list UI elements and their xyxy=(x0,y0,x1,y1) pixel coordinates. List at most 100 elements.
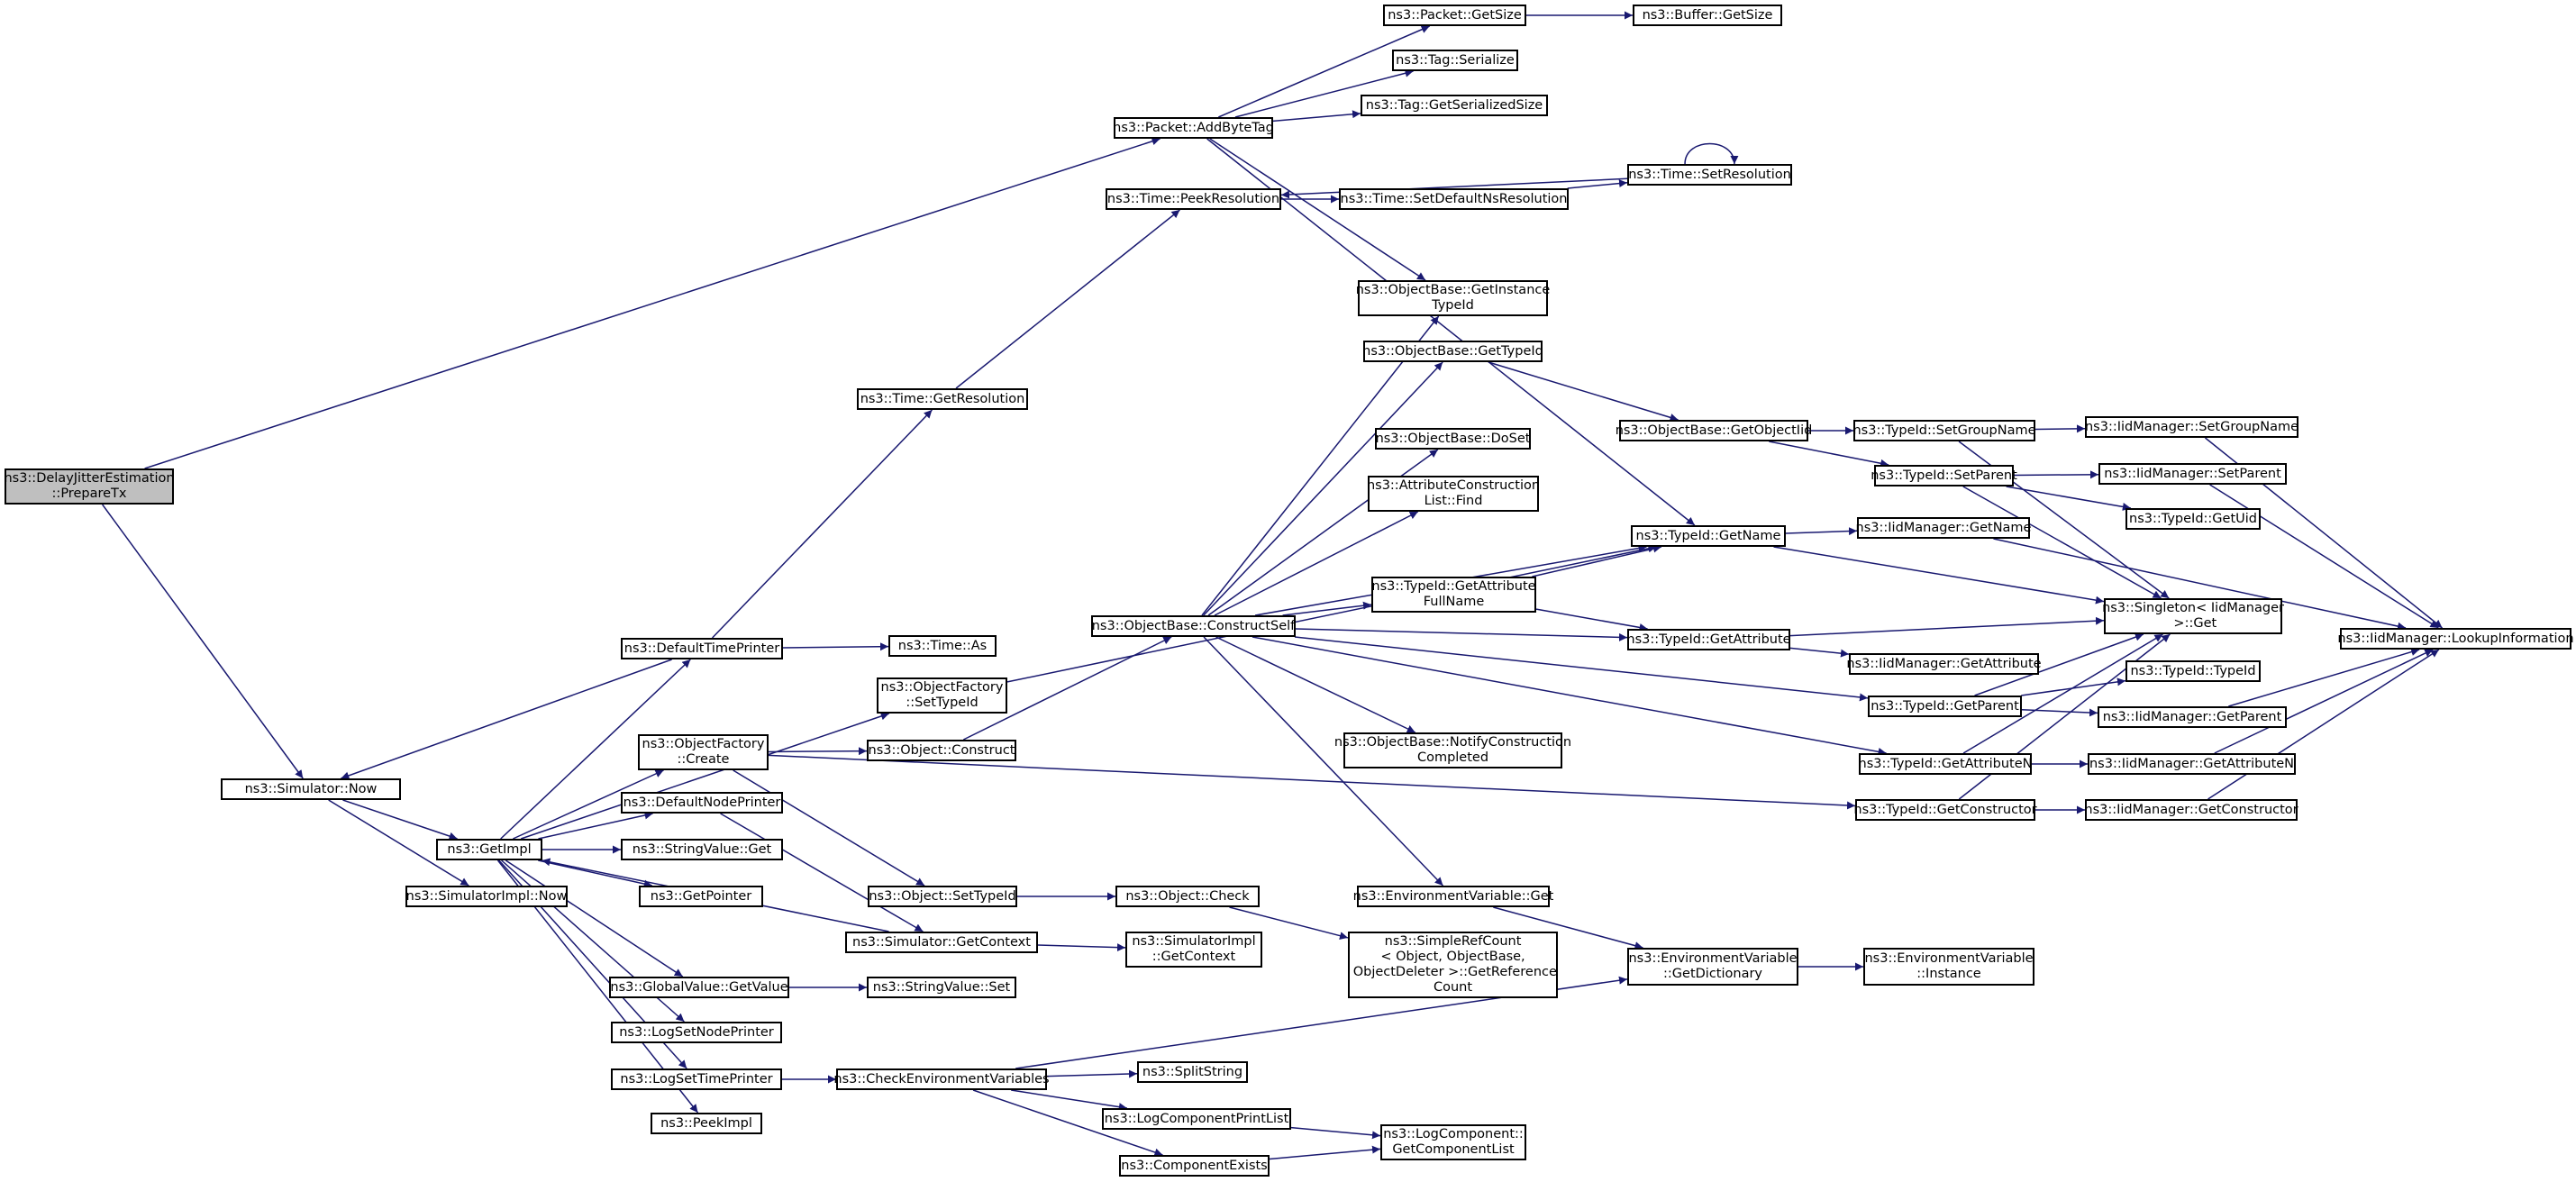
edge-iidmanager-getattributen-to-iidmanager-lookupinformation xyxy=(2214,649,2434,754)
node-peekimpl[interactable]: ns3::PeekImpl xyxy=(651,1113,762,1134)
edge-iidmanager-getname-to-iidmanager-lookupinformation xyxy=(1993,538,2407,631)
node-label: ns3::Time::PeekResolution xyxy=(1106,191,1280,206)
node-tag-getserializedsize[interactable]: ns3::Tag::GetSerializedSize xyxy=(1361,95,1548,116)
node-typeid-getattributefullname[interactable]: ns3::TypeId::GetAttribute FullName xyxy=(1371,577,1536,613)
node-attributeconstructionlist-find[interactable]: ns3::AttributeConstruction List::Find xyxy=(1367,476,1540,512)
edge-environmentvariable-get-to-environmentvariable-getdictionary xyxy=(1493,906,1643,950)
edge-checkenvironmentvariables-to-splitstring xyxy=(1046,1069,1138,1078)
node-defaulttimeprinter[interactable]: ns3::DefaultTimePrinter xyxy=(621,638,783,659)
node-typeid-setparent[interactable]: ns3::TypeId::SetParent xyxy=(1871,465,2017,486)
node-typeid-getconstructor[interactable]: ns3::TypeId::GetConstructor xyxy=(1853,799,2037,821)
node-objectbase-constructself[interactable]: ns3::ObjectBase::ConstructSelf xyxy=(1091,615,1296,637)
node-iidmanager-getconstructor[interactable]: ns3::IidManager::GetConstructor xyxy=(2084,799,2298,821)
edge-simulator-now-to-simulatorimpl-now xyxy=(328,799,469,886)
node-objectfactory-settypeid[interactable]: ns3::ObjectFactory ::SetTypeId xyxy=(877,677,1007,714)
edge-getimpl-to-globalvalue-getvalue xyxy=(505,859,684,977)
edge-typeid-getname-to-iidmanager-getname xyxy=(1785,527,1858,536)
node-iidmanager-getname[interactable]: ns3::IidManager::GetName xyxy=(1856,517,2031,539)
node-packet-getsize[interactable]: ns3::Packet::GetSize xyxy=(1383,5,1526,26)
node-objectbase-notifyconstructioncompleted[interactable]: ns3::ObjectBase::NotifyConstruction Comp… xyxy=(1334,732,1571,768)
edge-packet-addbytetag-to-packet-getsize xyxy=(1218,25,1430,118)
node-objectbase-gettypeid[interactable]: ns3::ObjectBase::GetTypeId xyxy=(1362,341,1543,362)
node-objectbase-doset[interactable]: ns3::ObjectBase::DoSet xyxy=(1375,428,1531,450)
node-stringvalue-set[interactable]: ns3::StringValue::Set xyxy=(867,977,1016,998)
node-object-check[interactable]: ns3::Object::Check xyxy=(1115,886,1260,907)
node-environmentvariable-instance[interactable]: ns3::EnvironmentVariable ::Instance xyxy=(1863,948,2034,986)
node-time-as[interactable]: ns3::Time::As xyxy=(888,635,997,657)
edge-root-to-packet-addbytetag xyxy=(144,137,1161,469)
node-label: ns3::SimulatorImpl::Now xyxy=(405,888,568,904)
node-typeid-setgroupname[interactable]: ns3::TypeId::SetGroupName xyxy=(1852,420,2036,441)
node-logsetnodeprinter[interactable]: ns3::LogSetNodePrinter xyxy=(611,1022,782,1043)
node-time-setresolution[interactable]: ns3::Time::SetResolution xyxy=(1627,164,1792,186)
edge-packet-addbytetag-to-objectbase-getinstancetypeid xyxy=(1209,138,1426,281)
node-iidmanager-getparent[interactable]: ns3::IidManager::GetParent xyxy=(2098,706,2287,728)
node-componentexists[interactable]: ns3::ComponentExists xyxy=(1119,1155,1270,1177)
node-globalvalue-getvalue[interactable]: ns3::GlobalValue::GetValue xyxy=(609,977,789,998)
node-objectbase-getinstancetypeid[interactable]: ns3::ObjectBase::GetInstance TypeId xyxy=(1355,280,1551,316)
node-splitstring[interactable]: ns3::SplitString xyxy=(1137,1061,1248,1083)
node-typeid-typeid[interactable]: ns3::TypeId::TypeId xyxy=(2125,660,2261,682)
node-label: ns3::ObjectFactory ::Create xyxy=(642,737,765,767)
edge-typeid-getparent-to-singleton-get xyxy=(1974,632,2144,696)
edge-object-check-to-simplerefcount-getreferencecount xyxy=(1229,906,1349,941)
edge-packet-addbytetag-to-typeid-getname xyxy=(1206,138,1696,526)
edge-componentexists-to-logcomponent-getcomponentlist xyxy=(1269,1145,1381,1160)
node-label: ns3::ObjectBase::DoSet xyxy=(1375,431,1531,446)
node-label: ns3::ObjectBase::GetTypeId xyxy=(1362,343,1543,359)
node-label: ns3::Packet::AddByteTag xyxy=(1113,120,1274,135)
node-label: ns3::LogComponent:: GetComponentList xyxy=(1383,1127,1524,1157)
node-label: ns3::IidManager::GetConstructor xyxy=(2084,802,2298,817)
node-simulatorimpl-now[interactable]: ns3::SimulatorImpl::Now xyxy=(405,886,568,907)
node-time-getresolution[interactable]: ns3::Time::GetResolution xyxy=(857,388,1028,410)
node-checkenvironmentvariables[interactable]: ns3::CheckEnvironmentVariables xyxy=(833,1068,1050,1090)
node-defaultnodeprinter[interactable]: ns3::DefaultNodePrinter xyxy=(621,792,783,814)
edge-typeid-getattributefullname-to-typeid-getattribute xyxy=(1535,608,1648,632)
node-iidmanager-lookupinformation[interactable]: ns3::IidManager::LookupInformation xyxy=(2337,628,2574,650)
node-time-setdefaultnsresolution[interactable]: ns3::Time::SetDefaultNsResolution xyxy=(1339,188,1569,210)
node-label: ns3::ObjectBase::GetInstance TypeId xyxy=(1355,283,1551,313)
node-logcomponent-getcomponentlist[interactable]: ns3::LogComponent:: GetComponentList xyxy=(1380,1124,1526,1160)
node-time-peekresolution[interactable]: ns3::Time::PeekResolution xyxy=(1106,188,1281,210)
node-logcomponentprintlist[interactable]: ns3::LogComponentPrintList xyxy=(1102,1108,1291,1130)
node-typeid-getparent[interactable]: ns3::TypeId::GetParent xyxy=(1868,696,2022,717)
node-label: ns3::GlobalValue::GetValue xyxy=(610,979,788,995)
edge-typeid-getattributen-to-singleton-get xyxy=(1962,633,2163,754)
node-environmentvariable-get[interactable]: ns3::EnvironmentVariable::Get xyxy=(1353,886,1553,907)
node-simulator-now[interactable]: ns3::Simulator::Now xyxy=(221,778,401,800)
node-environmentvariable-getdictionary[interactable]: ns3::EnvironmentVariable ::GetDictionary xyxy=(1627,948,1798,986)
node-typeid-getattribute[interactable]: ns3::TypeId::GetAttribute xyxy=(1626,629,1791,650)
node-typeid-getattributen[interactable]: ns3::TypeId::GetAttributeN xyxy=(1858,753,2033,775)
node-objectbase-getobjectiid[interactable]: ns3::ObjectBase::GetObjectIid xyxy=(1616,420,1812,441)
node-object-construct[interactable]: ns3::Object::Construct xyxy=(867,740,1016,761)
node-label: ns3::Simulator::Now xyxy=(244,781,378,796)
node-packet-addbytetag[interactable]: ns3::Packet::AddByteTag xyxy=(1113,117,1274,139)
node-getpointer[interactable]: ns3::GetPointer xyxy=(639,886,763,907)
node-logsettimeprinter[interactable]: ns3::LogSetTimePrinter xyxy=(611,1068,782,1090)
node-tag-serialize[interactable]: ns3::Tag::Serialize xyxy=(1392,50,1518,71)
node-iidmanager-setparent[interactable]: ns3::IidManager::SetParent xyxy=(2098,463,2287,485)
node-iidmanager-getattributen[interactable]: ns3::IidManager::GetAttributeN xyxy=(2088,753,2296,775)
node-label: ns3::Time::SetResolution xyxy=(1628,167,1791,182)
node-label: ns3::TypeId::GetAttributeN xyxy=(1858,756,2033,771)
node-objectfactory-create[interactable]: ns3::ObjectFactory ::Create xyxy=(638,734,769,770)
node-simulator-getcontext[interactable]: ns3::Simulator::GetContext xyxy=(845,932,1038,953)
node-simulatorimpl-getcontext[interactable]: ns3::SimulatorImpl ::GetContext xyxy=(1125,932,1262,968)
node-getimpl[interactable]: ns3::GetImpl xyxy=(436,839,542,860)
edge-objectbase-gettypeid-to-objectbase-getobjectiid xyxy=(1488,361,1679,422)
node-typeid-getname[interactable]: ns3::TypeId::GetName xyxy=(1631,525,1786,547)
node-simplerefcount-getreferencecount[interactable]: ns3::SimpleRefCount < Object, ObjectBase… xyxy=(1348,932,1558,998)
edge-simulator-now-to-getimpl xyxy=(342,799,458,841)
node-typeid-getuid[interactable]: ns3::TypeId::GetUid xyxy=(2125,508,2261,530)
node-stringvalue-get[interactable]: ns3::StringValue::Get xyxy=(621,839,783,860)
node-buffer-getsize[interactable]: ns3::Buffer::GetSize xyxy=(1633,5,1782,26)
node-singleton-get[interactable]: ns3::Singleton< IidManager >::Get xyxy=(2102,598,2284,634)
node-label: ns3::LogSetNodePrinter xyxy=(619,1024,774,1040)
edge-getimpl-to-defaulttimeprinter xyxy=(500,659,691,840)
edge-typeid-getname-to-singleton-get xyxy=(1773,546,2105,605)
node-label: ns3::DefaultTimePrinter xyxy=(624,641,780,656)
node-iidmanager-setgroupname[interactable]: ns3::IidManager::SetGroupName xyxy=(2085,416,2298,438)
node-object-settypeid[interactable]: ns3::Object::SetTypeId xyxy=(868,886,1017,907)
node-iidmanager-getattribute[interactable]: ns3::IidManager::GetAttribute xyxy=(1846,653,2042,675)
